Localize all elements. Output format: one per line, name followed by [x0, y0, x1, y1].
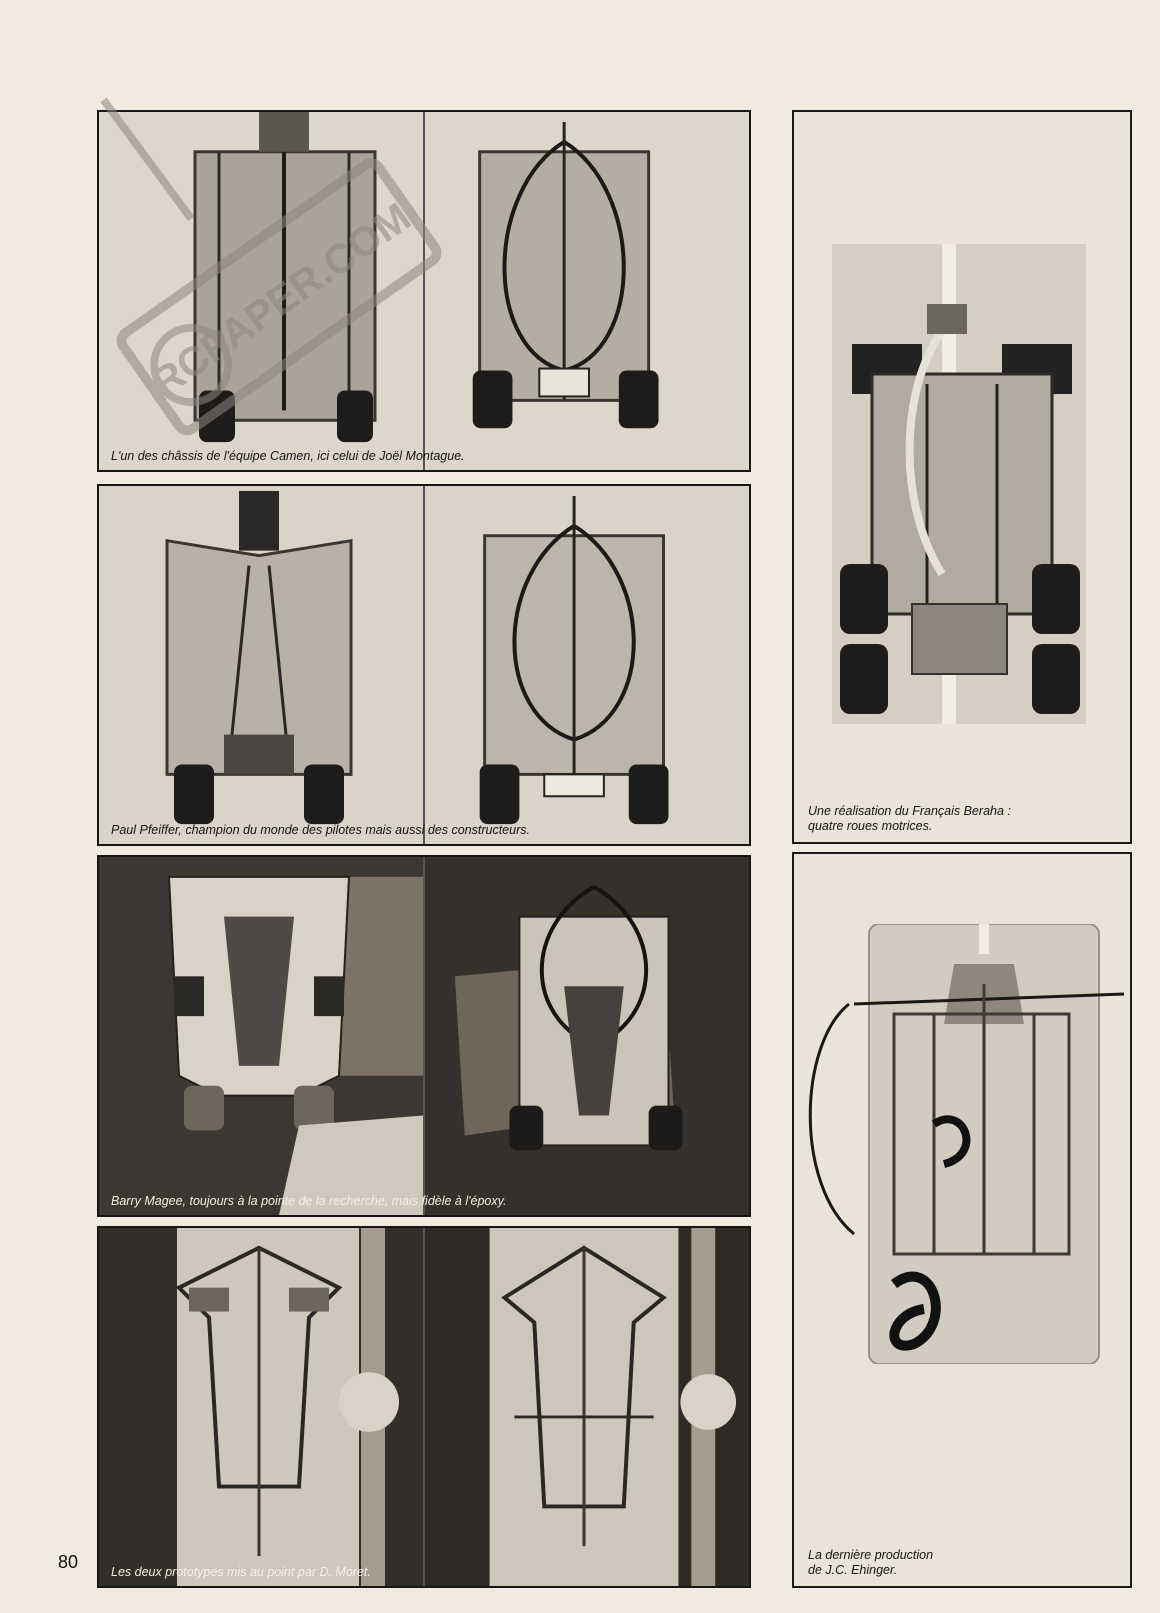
- side-caption: Une réalisation du Français Beraha : qua…: [808, 804, 1011, 834]
- caption-line: Une réalisation du Français Beraha :: [808, 804, 1011, 818]
- photo-panel-montague: L'un des châssis de l'équipe Camen, ici …: [97, 110, 751, 472]
- caption-line: quatre roues motrices.: [808, 819, 933, 833]
- panel-caption: Les deux prototypes mis au point par D. …: [111, 1565, 371, 1579]
- panel-caption: L'un des châssis de l'équipe Camen, ici …: [111, 449, 465, 463]
- chassis-photo-right: [425, 857, 749, 1215]
- chassis-photo-left: [99, 486, 423, 844]
- chassis-photo-right: [425, 1228, 749, 1586]
- photo-panel-beraha: Une réalisation du Français Beraha : qua…: [792, 110, 1132, 844]
- chassis-photo: [832, 244, 1086, 724]
- chassis-photo-left: [99, 112, 423, 470]
- photo-panel-ehinger: La dernière production de J.C. Ehinger.: [792, 852, 1132, 1588]
- panel-caption: Barry Magee, toujours à la pointe de la …: [111, 1194, 507, 1208]
- chassis-photo-right: [425, 486, 749, 844]
- chassis-photo-left: [99, 857, 423, 1215]
- photo-panel-magee: Barry Magee, toujours à la pointe de la …: [97, 855, 751, 1217]
- caption-line: La dernière production: [808, 1548, 934, 1562]
- photo-panel-moret: Les deux prototypes mis au point par D. …: [97, 1226, 751, 1588]
- chassis-photo-left: [99, 1228, 423, 1586]
- caption-line: de J.C. Ehinger.: [808, 1563, 898, 1577]
- photo-panel-pfeiffer: Paul Pfeiffer, champion du monde des pil…: [97, 484, 751, 846]
- chassis-photo-right: [425, 112, 749, 470]
- panel-caption: Paul Pfeiffer, champion du monde des pil…: [111, 823, 530, 837]
- side-caption: La dernière production de J.C. Ehinger.: [808, 1548, 933, 1578]
- page-number: 80: [58, 1552, 79, 1572]
- chassis-photo: [794, 924, 1130, 1364]
